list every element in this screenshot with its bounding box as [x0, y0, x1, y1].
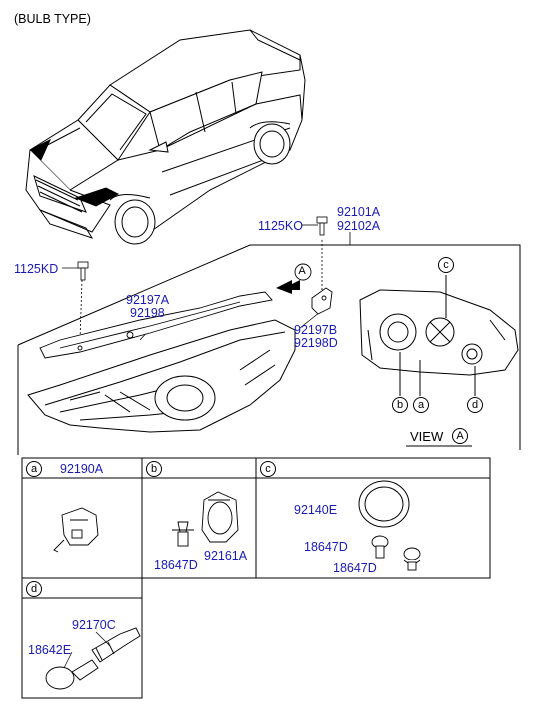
label-92197B: 92197B — [294, 323, 338, 337]
assembly-frame — [17, 244, 521, 455]
panel-d-callout: d — [26, 581, 42, 597]
label-92140E: 92140E — [294, 503, 338, 517]
view-a-callout: A — [298, 265, 306, 277]
panel-a-callout: a — [26, 461, 42, 477]
label-92197A: 92197A — [126, 293, 170, 307]
headlamp-assembly — [27, 319, 296, 433]
panel-d-leaders — [63, 631, 111, 669]
actuator-92190A — [53, 507, 99, 553]
screw-1125KD — [77, 261, 89, 281]
label-92198D: 92198D — [294, 336, 338, 350]
screw-1125KO — [316, 216, 328, 236]
rear-callout-b: b — [392, 397, 408, 413]
label-92102A: 92102A — [337, 219, 381, 233]
headlamp-rear-view — [359, 275, 519, 396]
vehicle-illustration — [25, 29, 306, 245]
socket-92161A — [201, 491, 239, 543]
socket-92170C — [91, 627, 141, 663]
panel-b-callout: b — [146, 461, 162, 477]
bulb-18647D-c2 — [403, 547, 421, 571]
bulb-18647D-c1 — [371, 535, 389, 559]
label-92170C: 92170C — [72, 618, 116, 632]
label-92198: 92198 — [130, 306, 165, 320]
label-18642E: 18642E — [28, 643, 72, 657]
label-92190A: 92190A — [60, 462, 104, 476]
bulb-18647D-b — [172, 521, 194, 547]
label-18647D-c2: 18647D — [333, 561, 377, 575]
label-92161A: 92161A — [204, 549, 248, 563]
rear-callout-d: d — [467, 397, 483, 413]
detail-grid — [21, 457, 491, 699]
label-1125KD: 1125KD — [14, 262, 59, 276]
rear-callout-a: a — [413, 397, 429, 413]
ring-92140E — [358, 480, 410, 528]
label-92101A: 92101A — [337, 205, 381, 219]
label-1125KO: 1125KO — [258, 219, 303, 233]
bulb-18642E — [45, 659, 99, 690]
label-18647D-b: 18647D — [154, 558, 198, 572]
panel-c-callout: c — [260, 461, 276, 477]
rear-callout-c: c — [438, 257, 454, 273]
garnish-strip — [39, 291, 273, 359]
page-title: (BULB TYPE) — [14, 12, 91, 26]
view-a-arrow — [276, 263, 312, 294]
view-title-letter: A — [452, 428, 468, 444]
view-title: VIEW — [410, 429, 444, 444]
bracket — [311, 287, 333, 315]
label-18647D-c1: 18647D — [304, 540, 348, 554]
